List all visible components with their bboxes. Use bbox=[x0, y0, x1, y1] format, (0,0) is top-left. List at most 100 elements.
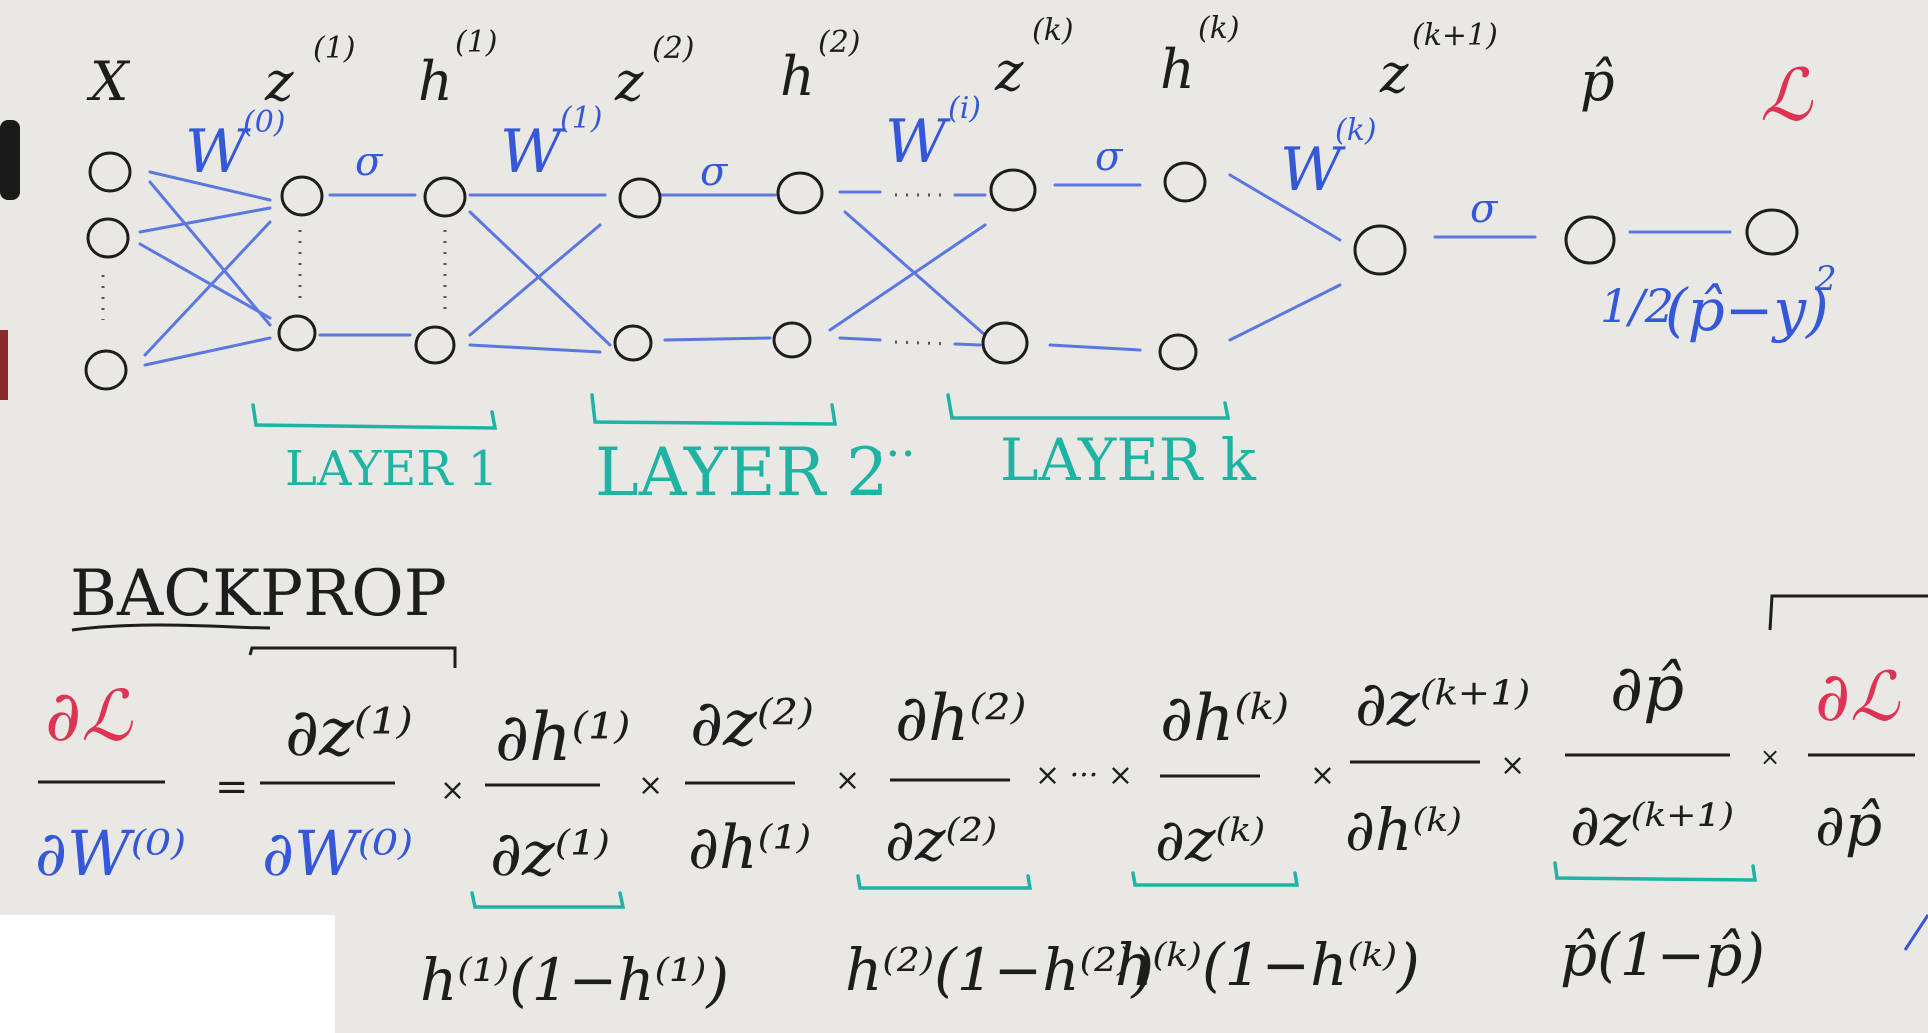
term-6-den: ∂z⁽ᵏ⁺¹⁾ bbox=[1570, 791, 1734, 859]
brace-d1 bbox=[470, 891, 626, 909]
layer-ellipsis: ··· bbox=[870, 426, 916, 482]
label-hk: h bbox=[1160, 38, 1195, 101]
times-5: × bbox=[1500, 748, 1525, 783]
network-edges bbox=[138, 170, 1732, 367]
times-6: × bbox=[1760, 743, 1780, 771]
label-zk: z bbox=[994, 40, 1024, 103]
term-1-den: ∂z⁽¹⁾ bbox=[490, 817, 610, 890]
overlay-box bbox=[0, 915, 335, 1033]
sigma-layer1: σ bbox=[355, 139, 384, 185]
times-1: × bbox=[638, 768, 663, 803]
layer2-label: LAYER 2 bbox=[595, 434, 888, 511]
z1-node-top bbox=[280, 175, 324, 217]
term-2-num: ∂z⁽²⁾ bbox=[690, 687, 814, 761]
weight-w1: W bbox=[500, 117, 566, 187]
derivative-d1: h⁽¹⁾(1−h⁽¹⁾) bbox=[420, 946, 729, 1014]
h1-node-bottom bbox=[414, 325, 456, 365]
weight-labels: W (0) W (1) W (i) W (k) bbox=[185, 91, 1377, 205]
input-node-1 bbox=[88, 151, 132, 193]
weight-wk: W bbox=[1280, 135, 1346, 205]
backprop-title: BACKPROP bbox=[70, 557, 447, 631]
backprop-underline bbox=[71, 623, 271, 632]
brace-layer1 bbox=[251, 403, 498, 430]
weight-wk-sup: (k) bbox=[1335, 113, 1377, 148]
label-zk1: z bbox=[1379, 42, 1409, 105]
term-2-den: ∂h⁽¹⁾ bbox=[688, 813, 811, 883]
loss-formula-body: (p̂−y) bbox=[1665, 276, 1829, 344]
weight-w0: W bbox=[185, 117, 251, 187]
hk-node-top bbox=[1163, 161, 1207, 203]
z1-node-bottom bbox=[277, 314, 317, 352]
term-0-den: ∂W⁽⁰⁾ bbox=[262, 817, 413, 890]
loss-formula-power: 2 bbox=[1814, 259, 1837, 299]
loss-node bbox=[1745, 208, 1799, 256]
times-2: × bbox=[835, 763, 860, 798]
brace-dk bbox=[1131, 871, 1300, 887]
h2-node-bottom bbox=[772, 321, 812, 359]
sigma-output: σ bbox=[1470, 186, 1499, 232]
brace-layerk bbox=[946, 393, 1231, 420]
stray-mark bbox=[1903, 914, 1928, 951]
z2-node-top bbox=[618, 177, 662, 219]
derivative-d2: h⁽²⁾(1−h⁽²⁾) bbox=[845, 936, 1154, 1004]
edge-mark bbox=[0, 330, 8, 400]
label-z1-sup: (1) bbox=[313, 31, 356, 66]
weight-wi-sup: (i) bbox=[948, 91, 981, 126]
label-hk-sup: (k) bbox=[1198, 11, 1240, 46]
term-5-num: ∂z⁽ᵏ⁺¹⁾ bbox=[1355, 667, 1530, 740]
input-node-2 bbox=[86, 217, 130, 259]
label-loss: ℒ bbox=[1760, 53, 1814, 137]
term-0-num: ∂z⁽¹⁾ bbox=[285, 694, 413, 771]
layer-braces: LAYER 1 LAYER 2 ··· LAYER k bbox=[251, 393, 1257, 511]
sigma-layer2: σ bbox=[700, 149, 729, 195]
loss-formula: 1/2 (p̂−y) 2 bbox=[1600, 259, 1837, 344]
label-phat: p̂ bbox=[1580, 50, 1615, 113]
h2-node-top bbox=[776, 171, 824, 215]
network-nodes bbox=[84, 151, 1799, 391]
label-h2-sup: (2) bbox=[818, 25, 861, 60]
weight-w0-sup: (0) bbox=[243, 105, 286, 140]
loss-formula-half: 1/2 bbox=[1600, 279, 1674, 333]
z2-node-bottom bbox=[613, 324, 653, 362]
term-1-num: ∂h⁽¹⁾ bbox=[495, 699, 631, 776]
term-4-num: ∂h⁽ᵏ⁾ bbox=[1160, 682, 1289, 756]
input-node-3 bbox=[84, 349, 128, 391]
label-x: X bbox=[86, 50, 131, 113]
brace-d2 bbox=[856, 874, 1033, 890]
hk-node-bottom bbox=[1158, 333, 1198, 371]
h1-node-top bbox=[423, 176, 467, 218]
zk-node-top bbox=[989, 168, 1037, 212]
times-0: × bbox=[440, 773, 465, 808]
derivative-dp: p̂(1−p̂) bbox=[1560, 921, 1765, 989]
term-5-den: ∂h⁽ᵏ⁾ bbox=[1345, 796, 1462, 864]
backprop-equation: ∂ℒ ∂W⁽⁰⁾ = ∂z⁽¹⁾ ∂W⁽⁰⁾ × ∂h⁽¹⁾ ∂z⁽¹⁾ × ∂… bbox=[35, 594, 1928, 951]
derivative-dk: h⁽ᵏ⁾(1−h⁽ᵏ⁾) bbox=[1115, 931, 1420, 999]
layer1-label: LAYER 1 bbox=[285, 441, 498, 497]
zk-node-bottom bbox=[981, 321, 1029, 365]
times-ellipsis: × ··· × bbox=[1035, 758, 1133, 793]
weight-w1-sup: (1) bbox=[560, 101, 603, 136]
label-zk-sup: (k) bbox=[1032, 13, 1074, 48]
term-3-den: ∂z⁽²⁾ bbox=[885, 806, 997, 874]
term-4-den: ∂z⁽ᵏ⁾ bbox=[1155, 806, 1265, 874]
zk1-node bbox=[1353, 224, 1407, 276]
label-z2: z bbox=[614, 50, 644, 113]
label-h2: h bbox=[780, 45, 815, 108]
marker-smudge bbox=[0, 120, 20, 200]
weight-wi: W bbox=[885, 107, 951, 177]
term-7-num: ∂ℒ bbox=[1815, 658, 1901, 737]
lhs-numerator: ∂ℒ bbox=[45, 675, 133, 757]
derivative-results: h⁽¹⁾(1−h⁽¹⁾) h⁽²⁾(1−h⁽²⁾) h⁽ᵏ⁾(1−h⁽ᵏ⁾) p… bbox=[420, 861, 1765, 1014]
brace-dp bbox=[1553, 861, 1758, 882]
times-4: × bbox=[1310, 758, 1335, 793]
label-zk1-sup: (k+1) bbox=[1412, 18, 1498, 53]
backprop-title-group: BACKPROP bbox=[70, 557, 447, 632]
label-z1: z bbox=[264, 50, 294, 113]
label-h1-sup: (1) bbox=[455, 25, 498, 60]
label-h1: h bbox=[418, 50, 453, 113]
layerk-label: LAYER k bbox=[1000, 426, 1257, 494]
header-labels: X z (1) h (1) z (2) h (2) z (k) h (k) z … bbox=[86, 11, 1814, 137]
term-7-den: ∂p̂ bbox=[1815, 791, 1882, 859]
lhs-denominator: ∂W⁽⁰⁾ bbox=[35, 817, 186, 890]
